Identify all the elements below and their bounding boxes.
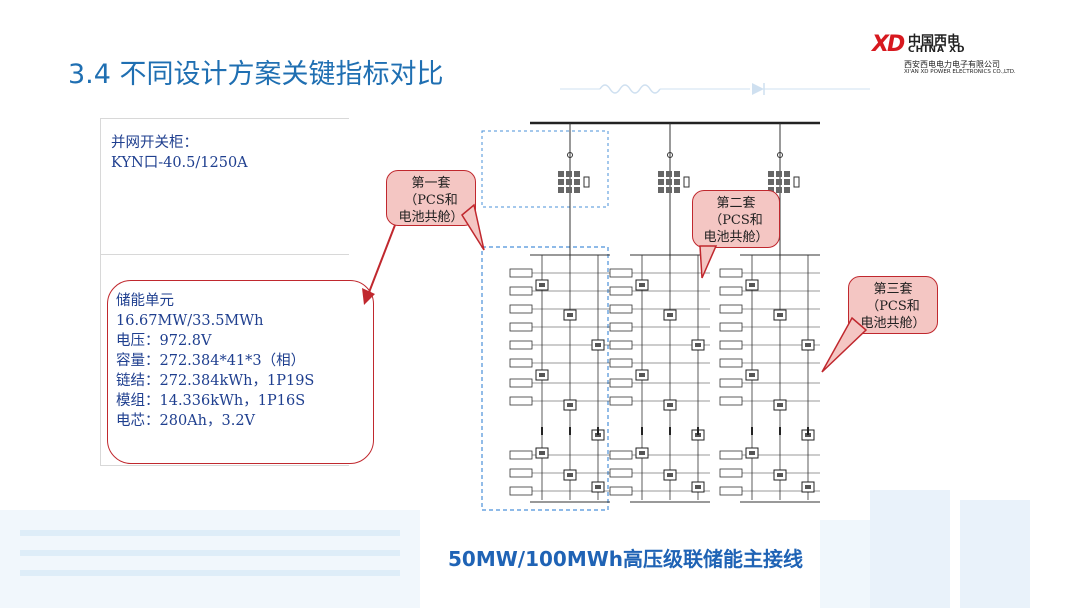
- logo-mark: XD: [872, 32, 905, 57]
- switchgear-section: 并网开关柜： KYN口-40.5/1250A: [101, 119, 349, 255]
- fuse: [793, 176, 800, 188]
- switchgear-element: [776, 187, 782, 193]
- switchgear-element: [566, 187, 572, 193]
- switchgear-element: [776, 179, 782, 185]
- ellipsis-mark: [569, 427, 571, 435]
- pcs-core: [639, 451, 645, 455]
- switchgear-element: [674, 171, 680, 177]
- ellipsis-mark: [779, 427, 781, 435]
- pcs-core: [539, 373, 545, 377]
- pcs-core: [639, 373, 645, 377]
- pcs-core: [595, 485, 601, 489]
- company-logo: XD 中国西电 CHINA XD 西安西电电力电子有限公司 XI'AN XD P…: [870, 28, 1040, 78]
- fuse: [683, 176, 690, 188]
- pcs-core: [567, 403, 573, 407]
- switchgear-dashed-box: [481, 130, 609, 208]
- switchgear-element: [666, 171, 672, 177]
- ellipsis-mark: [641, 427, 643, 435]
- ellipsis-mark: [541, 427, 543, 435]
- pcs-core: [805, 343, 811, 347]
- ellipsis-mark: [669, 427, 671, 435]
- ellipsis-mark: [597, 427, 599, 435]
- pcs-core: [667, 403, 673, 407]
- switchgear-element: [784, 179, 790, 185]
- switchgear-element: [558, 171, 564, 177]
- switchgear-element: [674, 179, 680, 185]
- ellipsis-mark: [751, 427, 753, 435]
- switchgear-element: [558, 187, 564, 193]
- pcs-core: [749, 373, 755, 377]
- switchgear-element: [566, 179, 572, 185]
- storage-module: 模组：14.336kWh，1P16S: [116, 393, 306, 409]
- switchgear-element: [784, 171, 790, 177]
- storage-voltage: 电压：972.8V: [116, 333, 212, 349]
- switchgear-element: [666, 179, 672, 185]
- switchgear-element: [674, 187, 680, 193]
- switchgear-element: [666, 187, 672, 193]
- switchgear-element: [574, 171, 580, 177]
- switchgear-element: [784, 187, 790, 193]
- logo-company-cn: 西安西电电力电子有限公司: [904, 60, 1000, 69]
- pcs-core: [749, 451, 755, 455]
- pcs-core: [639, 283, 645, 287]
- pcs-core: [695, 485, 701, 489]
- storage-capacity: 容量：272.384*41*3（相）: [116, 353, 306, 369]
- pcs-core: [777, 313, 783, 317]
- spec-panel: 并网开关柜： KYN口-40.5/1250A: [100, 118, 349, 466]
- set1-dashed-box: [481, 246, 609, 511]
- storage-title: 储能单元: [116, 293, 174, 309]
- pcs-core: [667, 313, 673, 317]
- pcs-core: [567, 473, 573, 477]
- storage-cell: 电芯：280Ah，3.2V: [116, 413, 256, 429]
- logo-company-en: XI'AN XD POWER ELECTRONICS CO.,LTD.: [904, 69, 1016, 75]
- storage-unit-box: 储能单元 16.67MW/33.5MWh 电压：972.8V 容量：272.38…: [107, 280, 374, 464]
- pcs-core: [567, 313, 573, 317]
- switchgear-element: [768, 171, 774, 177]
- switchgear-element: [768, 179, 774, 185]
- pcs-core: [667, 473, 673, 477]
- switchgear-element: [658, 179, 664, 185]
- feeder-ct: [777, 152, 783, 158]
- ellipsis-mark: [697, 427, 699, 435]
- pcs-core: [777, 473, 783, 477]
- pcs-core: [595, 343, 601, 347]
- switchgear-element: [658, 171, 664, 177]
- pcs-core: [777, 403, 783, 407]
- pcs-core: [539, 283, 545, 287]
- logo-en-name: CHINA XD: [908, 45, 966, 55]
- background-decoration: [0, 490, 1030, 608]
- pcs-core: [805, 485, 811, 489]
- switchgear-element: [574, 187, 580, 193]
- callout-set-3: 第三套 （PCS和 电池共舱）: [848, 276, 938, 334]
- wave-decoration: [560, 83, 870, 95]
- callout-set-2: 第二套 （PCS和 电池共舱）: [692, 190, 780, 248]
- feeder-ct: [567, 152, 573, 158]
- pcs-core: [695, 343, 701, 347]
- pcs-core: [749, 283, 755, 287]
- diagram-caption: 50MW/100MWh高压级联储能主接线: [448, 547, 804, 571]
- fuse: [583, 176, 590, 188]
- switchgear-label: 并网开关柜：: [111, 135, 198, 151]
- switchgear-element: [574, 179, 580, 185]
- switchgear-element: [776, 171, 782, 177]
- slide-title: 3.4 不同设计方案关键指标对比: [68, 59, 444, 90]
- callout-set-1: 第一套 （PCS和 电池共舱）: [386, 170, 476, 226]
- switchgear-model: KYN口-40.5/1250A: [111, 155, 248, 171]
- storage-rating: 16.67MW/33.5MWh: [116, 313, 264, 329]
- switchgear-element: [558, 179, 564, 185]
- feeder-ct: [667, 152, 673, 158]
- pcs-core: [539, 451, 545, 455]
- switchgear-element: [566, 171, 572, 177]
- main-wiring-diagram: [481, 121, 820, 511]
- storage-link: 链结：272.384kWh，1P19S: [116, 373, 315, 389]
- switchgear-element: [658, 187, 664, 193]
- ellipsis-mark: [807, 427, 809, 435]
- logo-cn-name: 中国西电: [908, 34, 961, 49]
